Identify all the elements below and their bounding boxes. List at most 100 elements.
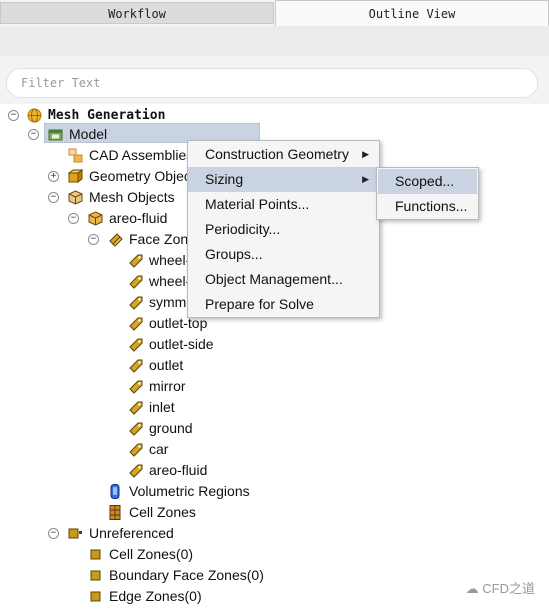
tree-label: Mesh Objects <box>89 189 175 205</box>
model-selection-highlight <box>44 123 260 143</box>
menu-item-functions[interactable]: Functions... <box>378 194 477 219</box>
context-menu: Construction Geometry ▶ Sizing ▶ Materia… <box>187 140 380 318</box>
menu-item-label: Object Management... <box>205 271 343 287</box>
face-zone-tag-icon <box>129 401 143 415</box>
menu-item-prepare-for-solve[interactable]: Prepare for Solve <box>188 292 379 317</box>
tree-label: Geometry Objects <box>89 168 202 184</box>
menu-item-construction-geometry[interactable]: Construction Geometry ▶ <box>188 142 379 167</box>
face-zone-tag-icon <box>129 464 143 478</box>
tab-workflow[interactable]: Workflow <box>0 2 274 24</box>
tree-label: car <box>149 441 169 457</box>
list-item[interactable]: ground <box>0 418 549 439</box>
tree-item-model[interactable]: − Model <box>0 124 549 145</box>
face-zones-icon <box>109 233 123 247</box>
tree-item-cell-zones[interactable]: Cell Zones <box>0 502 549 523</box>
menu-item-label: Material Points... <box>205 196 310 212</box>
tree-label: Model <box>69 126 108 142</box>
face-zone-tag-icon <box>129 317 143 331</box>
zone-square-icon <box>90 549 101 560</box>
cad-assemblies-icon <box>68 148 83 163</box>
zone-square-icon <box>90 591 101 602</box>
collapse-icon[interactable]: − <box>48 528 59 539</box>
tree-label: Boundary Face Zones(0) <box>109 567 264 583</box>
unreferenced-icon <box>68 528 82 539</box>
tree-item-cad-assemblies[interactable]: CAD Assemblies <box>0 145 549 166</box>
collapse-icon[interactable]: − <box>28 129 39 140</box>
tree-label: outlet-top <box>149 315 208 331</box>
tree-item-areo-fluid[interactable]: − areo-fluid <box>0 208 549 229</box>
tree-label: inlet <box>149 399 175 415</box>
menu-item-label: Functions... <box>395 198 468 214</box>
expand-icon[interactable]: + <box>48 171 59 182</box>
zone-square-icon <box>90 570 101 581</box>
face-zone-tag-icon <box>129 422 143 436</box>
tree-label: mirror <box>149 378 186 394</box>
collapse-icon[interactable]: − <box>8 110 19 121</box>
tree-label: CAD Assemblies <box>89 147 194 163</box>
tree-label: Edge Zones(0) <box>109 588 202 604</box>
tree-item-face-zones[interactable]: − Face Zones <box>0 229 549 250</box>
list-item[interactable]: outlet-top <box>0 313 549 334</box>
tab-outline-view[interactable]: Outline View <box>275 0 549 26</box>
mesh-objects-icon <box>68 190 83 205</box>
menu-item-periodicity[interactable]: Periodicity... <box>188 217 379 242</box>
menu-item-sizing[interactable]: Sizing ▶ <box>188 167 379 192</box>
cell-zones-icon <box>109 505 121 520</box>
panel-spacer <box>0 26 549 56</box>
tree-label: outlet-side <box>149 336 214 352</box>
menu-item-label: Prepare for Solve <box>205 296 314 312</box>
face-zone-tag-icon <box>129 254 143 268</box>
filter-input[interactable]: Filter Text <box>6 68 538 98</box>
list-item[interactable]: areo-fluid <box>0 460 549 481</box>
geometry-objects-icon <box>68 169 83 183</box>
submenu-arrow-icon: ▶ <box>362 149 369 159</box>
face-zone-tag-icon <box>129 359 143 373</box>
menu-item-object-management[interactable]: Object Management... <box>188 267 379 292</box>
face-zone-tag-icon <box>129 380 143 394</box>
tree-item-mesh-generation[interactable]: − Mesh Generation <box>0 105 549 126</box>
submenu-arrow-icon: ▶ <box>362 174 369 184</box>
face-zone-tag-icon <box>129 296 143 310</box>
collapse-icon[interactable]: − <box>48 192 59 203</box>
tree-item-unref-boundary-face-zones[interactable]: Boundary Face Zones(0) <box>0 565 549 586</box>
list-item[interactable]: mirror <box>0 376 549 397</box>
tree-item-mesh-objects[interactable]: − Mesh Objects <box>0 187 549 208</box>
tree-item-geometry-objects[interactable]: + Geometry Objects <box>0 166 549 187</box>
collapse-icon[interactable]: − <box>88 234 99 245</box>
list-item[interactable]: inlet <box>0 397 549 418</box>
sizing-submenu: Scoped... Functions... <box>376 167 479 220</box>
tree-item-unreferenced[interactable]: − Unreferenced <box>0 523 549 544</box>
list-item[interactable]: car <box>0 439 549 460</box>
tree-label: Mesh Generation <box>48 108 166 123</box>
tree-label: areo-fluid <box>109 210 168 226</box>
menu-item-label: Sizing <box>205 171 244 187</box>
tree-label: Cell Zones(0) <box>109 546 194 562</box>
face-zone-tag-icon <box>129 443 143 457</box>
tree-label: ground <box>149 420 193 436</box>
tree-label: Face Zones <box>129 231 203 247</box>
globe-icon <box>27 108 42 123</box>
tree-item-unref-edge-zones[interactable]: Edge Zones(0) <box>0 586 549 607</box>
menu-item-label: Scoped... <box>395 173 455 189</box>
watermark-text: CFD之道 <box>482 581 535 596</box>
menu-item-label: Periodicity... <box>205 221 281 237</box>
list-item[interactable]: outlet-side <box>0 334 549 355</box>
menu-item-scoped[interactable]: Scoped... <box>378 169 477 194</box>
tab-bar: Workflow Outline View <box>0 0 549 26</box>
face-zone-tag-icon <box>129 275 143 289</box>
tree-item-volumetric-regions[interactable]: Volumetric Regions <box>0 481 549 502</box>
tree-label: areo-fluid <box>149 462 208 478</box>
list-item[interactable]: outlet <box>0 355 549 376</box>
menu-item-label: Construction Geometry <box>205 146 349 162</box>
menu-item-groups[interactable]: Groups... <box>188 242 379 267</box>
tree-label: Unreferenced <box>89 525 174 541</box>
tree-item-unref-cell-zones[interactable]: Cell Zones(0) <box>0 544 549 565</box>
wechat-icon: ☁ <box>465 581 479 596</box>
menu-item-label: Groups... <box>205 246 263 262</box>
face-zone-tag-icon <box>129 338 143 352</box>
tree-label: Cell Zones <box>129 504 196 520</box>
volumetric-regions-icon <box>110 484 120 499</box>
collapse-icon[interactable]: − <box>68 213 79 224</box>
mesh-object-icon <box>88 211 103 226</box>
menu-item-material-points[interactable]: Material Points... <box>188 192 379 217</box>
